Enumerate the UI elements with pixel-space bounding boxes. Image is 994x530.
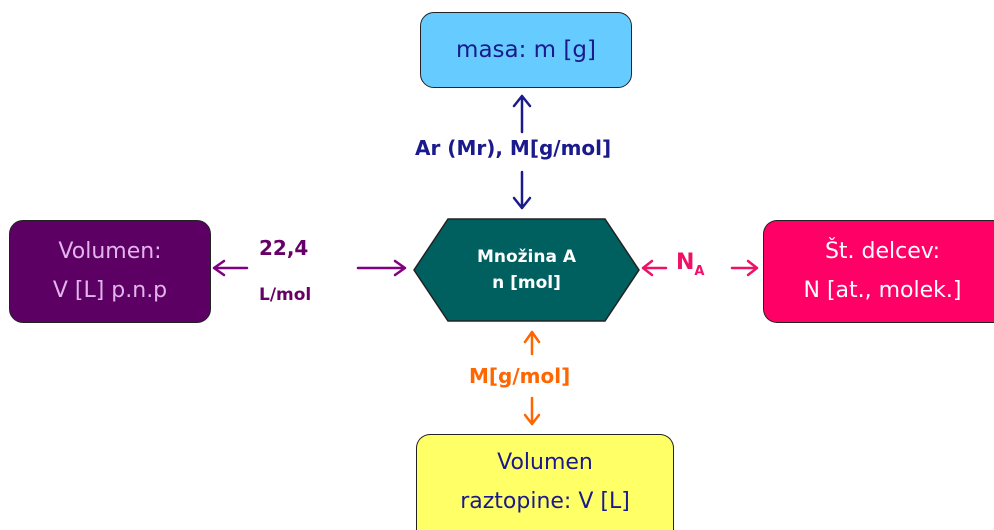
gas-volume-box: Volumen: V [L] p.n.p <box>9 220 211 323</box>
avogadro-label: NA <box>676 250 704 279</box>
avogadro-symbol: N <box>676 250 695 275</box>
center-node-text: Množina A n [mol] <box>413 218 640 322</box>
solution-volume-title: Volumen <box>497 450 593 475</box>
mass-box: masa: m [g] <box>420 12 632 88</box>
arrow-to-solution <box>523 396 541 426</box>
molar-volume-value: 22,4 <box>259 236 309 260</box>
particles-title: Št. delcev: <box>824 239 941 264</box>
arrow-to-center-from-gas <box>356 259 407 277</box>
center-unit: n [mol] <box>492 273 561 293</box>
arrow-to-center-from-mass <box>512 170 532 210</box>
center-title: Množina A <box>476 246 577 267</box>
molar-mass-label: M[g/mol] <box>469 364 571 388</box>
center-hexagon <box>413 218 640 322</box>
arrow-to-center-from-solution <box>523 330 541 356</box>
mass-conversion-label: Ar (Mr), M[g/mol] <box>415 136 612 160</box>
particles-arrows <box>641 259 759 277</box>
molar-volume-unit: L/mol <box>259 285 312 305</box>
avogadro-subscript: A <box>694 264 705 279</box>
solution-arrows <box>523 330 541 426</box>
mass-arrows <box>512 94 532 210</box>
arrow-to-gas-volume <box>212 259 249 277</box>
gas-volume-unit: V [L] p.n.p <box>52 277 168 303</box>
solution-volume-unit: raztopine: V [L] <box>460 488 630 514</box>
arrow-to-particles <box>730 259 759 277</box>
arrow-to-center-from-particles <box>641 259 668 277</box>
solution-volume-box: Volumen raztopine: V [L] <box>416 434 674 530</box>
gas-volume-title: Volumen: <box>58 239 162 264</box>
mass-text: masa: m [g] <box>456 36 596 63</box>
gas-arrows <box>212 259 407 277</box>
particles-unit: N [at., molek.] <box>803 277 962 303</box>
particles-box: Št. delcev: N [at., molek.] <box>763 220 994 323</box>
arrow-to-mass <box>512 94 532 134</box>
